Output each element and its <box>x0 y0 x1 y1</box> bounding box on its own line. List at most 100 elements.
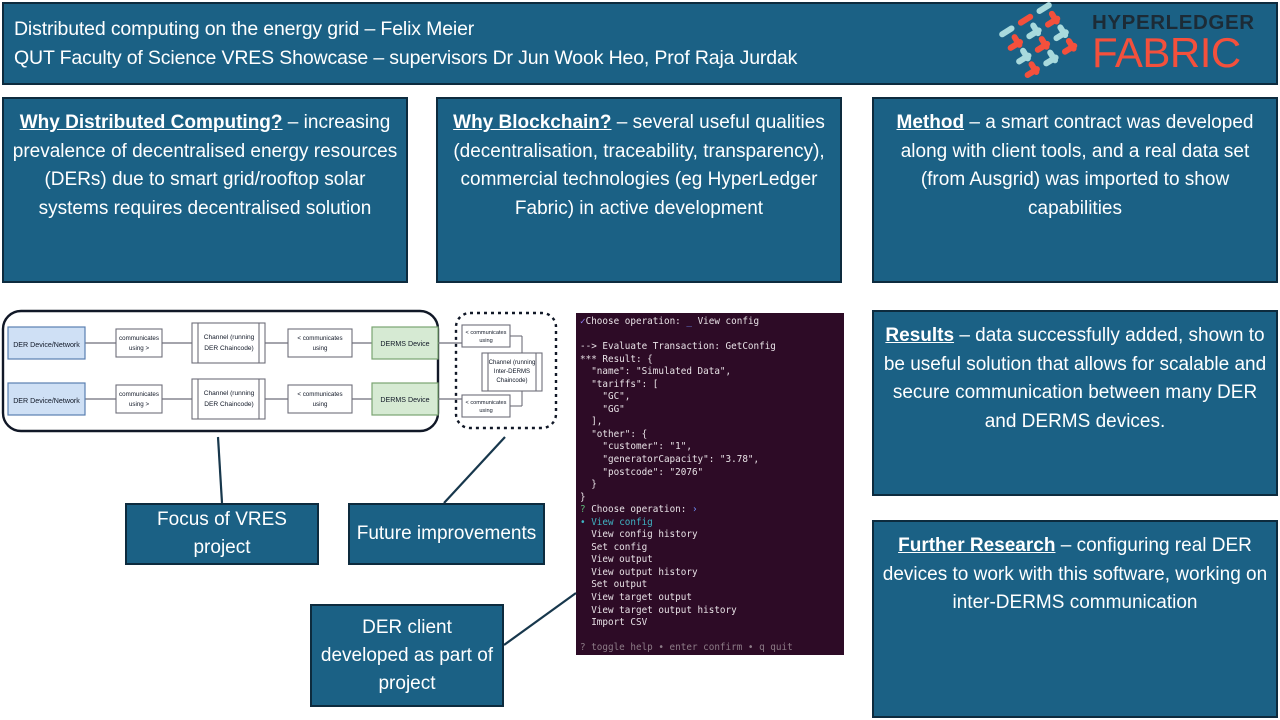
terminal-line: --> Evaluate Transaction: GetConfig <box>580 341 840 354</box>
card-heading: Results <box>885 325 955 346</box>
card-body: – configuring real DER devices to work w… <box>882 535 1268 613</box>
card-body: – several useful qualities (decentralisa… <box>453 112 825 219</box>
hyperledger-weave-icon <box>998 0 1088 81</box>
svg-text:using >: using > <box>129 401 150 408</box>
terminal-text: Import CSV <box>580 617 648 629</box>
svg-text:using: using <box>479 338 492 344</box>
terminal-text: } <box>580 491 586 503</box>
card-heading: Why Distributed Computing? <box>19 112 283 133</box>
card-heading: Method <box>896 112 965 133</box>
card-body: – data successfully added, shown to be u… <box>883 325 1267 432</box>
terminal-text: "generatorCapacity": "3.78", <box>580 454 760 466</box>
svg-text:communicates: communicates <box>119 335 159 342</box>
svg-text:< communicates: < communicates <box>466 400 507 406</box>
terminal-line: View config history <box>580 529 840 542</box>
terminal-text: Choose operation: <box>585 316 687 327</box>
terminal-text: ? <box>580 504 586 516</box>
node-der-device-1-label: DER Device/Network <box>13 341 80 349</box>
terminal-text: View config <box>585 516 653 528</box>
node-channel-inter-derms <box>481 352 543 392</box>
terminal-text: ], <box>580 416 603 428</box>
terminal-text: View config <box>691 316 760 327</box>
callout-label: Focus of VRES project <box>157 509 287 558</box>
terminal-line: View output <box>580 554 840 567</box>
node-derms-device-1-label: DERMS Device <box>380 340 429 348</box>
terminal-text: "GG" <box>580 403 625 415</box>
node-derms-device-1 <box>371 326 439 360</box>
terminal-text: • <box>580 516 586 528</box>
svg-text:< communicates: < communicates <box>297 335 342 342</box>
svg-text:Chaincode): Chaincode) <box>496 377 527 384</box>
card-body: – a smart contract was developed along w… <box>900 112 1254 219</box>
svg-text:< communicates: < communicates <box>297 391 342 398</box>
edge-label-communicates-3 <box>287 328 353 358</box>
node-channel-der-2 <box>191 378 266 420</box>
terminal-text: View target output <box>580 592 692 604</box>
callout-focus-of-vres-project: Focus of VRES project <box>125 503 319 565</box>
terminal-line: *** Result: { <box>580 354 840 367</box>
terminal-text: Set output <box>580 579 648 591</box>
card-body: – increasing prevalence of decentralised… <box>12 112 398 219</box>
callout-der-client-developed: DER client developed as part of project <box>310 604 504 707</box>
callout-label: Future improvements <box>356 523 537 544</box>
terminal-line: "tariffs": [ <box>580 379 840 392</box>
card-why-blockchain: Why Blockchain? – several useful qualiti… <box>436 97 842 283</box>
svg-text:DER Chaincode): DER Chaincode) <box>204 401 253 408</box>
node-channel-der-1 <box>191 322 266 364</box>
svg-text:Channel (running: Channel (running <box>204 334 255 341</box>
presentation-title: Distributed computing on the energy grid… <box>4 15 797 73</box>
edge-label-communicates-1 <box>115 328 163 358</box>
svg-text:Channel (running: Channel (running <box>204 390 255 397</box>
terminal-line: View target output <box>580 592 840 605</box>
terminal-line: "name": "Simulated Data", <box>580 366 840 379</box>
terminal-text: "customer": "1", <box>580 441 692 453</box>
terminal-line: "GC", <box>580 391 840 404</box>
terminal-text: "name": "Simulated Data", <box>580 366 732 378</box>
callout-label: DER client developed as part of project <box>320 616 494 694</box>
leader-line-future <box>443 436 506 504</box>
terminal-text: _ <box>686 316 692 327</box>
card-heading: Why Blockchain? <box>453 112 612 133</box>
terminal-text: "GC", <box>580 391 631 403</box>
terminal-line: "postcode": "2076" <box>580 467 840 480</box>
svg-text:using: using <box>479 408 492 414</box>
title-banner: Distributed computing on the energy grid… <box>2 2 1278 85</box>
terminal-text: › <box>691 504 698 516</box>
card-why-distributed-computing: Why Distributed Computing? – increasing … <box>2 97 408 283</box>
terminal-line: ? Choose operation: › <box>580 504 840 517</box>
card-heading: Further Research <box>898 535 1056 556</box>
terminal-line: Import CSV <box>580 617 840 630</box>
cli-terminal-screenshot[interactable]: ✓Choose operation: _ View config--> Eval… <box>576 313 844 655</box>
terminal-text: "tariffs": [ <box>580 378 659 390</box>
svg-text:< communicates: < communicates <box>466 330 507 336</box>
terminal-text: View output history <box>580 566 698 578</box>
node-derms-device-2-label: DERMS Device <box>380 396 429 404</box>
terminal-text: Set config <box>580 541 648 553</box>
node-der-device-2-label: DER Device/Network <box>13 397 80 405</box>
logo-wordmark: HYPERLEDGER FABRIC <box>1092 11 1255 74</box>
terminal-line <box>580 630 840 643</box>
terminal-line <box>580 329 840 342</box>
title-line-1: Distributed computing on the energy grid… <box>14 17 475 40</box>
leader-line-client <box>503 592 577 646</box>
architecture-diagram: DER Device/Network communicates using > … <box>0 305 570 437</box>
terminal-line: } <box>580 492 840 505</box>
terminal-line: ? toggle help • enter confirm • q quit <box>580 642 840 655</box>
terminal-text: View target output history <box>580 604 737 616</box>
terminal-text: View config history <box>580 529 698 541</box>
card-method: Method – a smart contract was developed … <box>872 97 1278 283</box>
node-der-device-2 <box>7 382 86 416</box>
terminal-line: "generatorCapacity": "3.78", <box>580 454 840 467</box>
title-line-2: QUT Faculty of Science VRES Showcase – s… <box>14 46 798 69</box>
leader-line-focus <box>216 436 224 504</box>
hyperledger-fabric-logo: HYPERLEDGER FABRIC <box>998 0 1276 82</box>
terminal-line: "other": { <box>580 429 840 442</box>
svg-text:using: using <box>313 401 328 408</box>
terminal-line: "GG" <box>580 404 840 417</box>
terminal-text: ? toggle help • enter confirm • q quit <box>580 642 793 654</box>
terminal-text: --> Evaluate Transaction: GetConfig <box>580 341 776 353</box>
terminal-line: } <box>580 479 840 492</box>
svg-text:using >: using > <box>129 345 150 352</box>
terminal-line: View target output history <box>580 605 840 618</box>
edge-label-communicates-4 <box>287 384 353 414</box>
